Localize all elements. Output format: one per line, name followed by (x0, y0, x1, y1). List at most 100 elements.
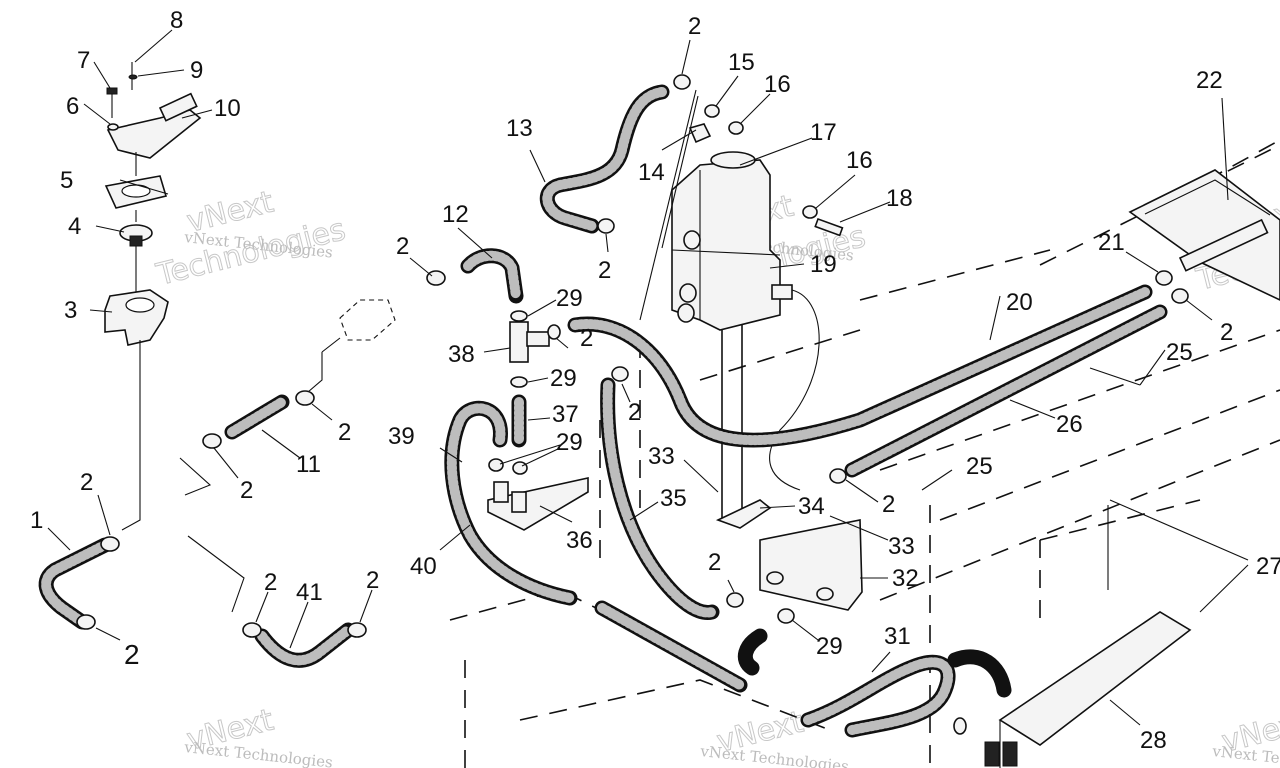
callout-27: 27 (1256, 553, 1280, 580)
callout-14: 14 (638, 159, 665, 186)
callout-2: 2 (882, 491, 895, 518)
clip-part-34 (715, 499, 772, 529)
thermostat-element (129, 235, 143, 247)
clamp-part-30 (953, 717, 967, 735)
thermostat-cap-outlet (158, 92, 198, 122)
callout-20: 20 (1006, 289, 1033, 316)
callout-38: 38 (448, 341, 475, 368)
callout-5: 5 (60, 167, 73, 194)
bracket-post (511, 491, 527, 513)
leader-line (829, 515, 889, 541)
coolant-bottle-outlet (771, 284, 793, 300)
leader-line (134, 29, 173, 63)
clamp-part-2 (611, 366, 629, 382)
clamp-part-2 (829, 468, 847, 484)
clamp-part-29 (510, 310, 528, 322)
callout-2: 2 (338, 419, 351, 446)
callout-36: 36 (566, 527, 593, 554)
leader-line (97, 494, 111, 536)
callout-2: 2 (708, 549, 721, 576)
leader-line (1139, 349, 1166, 386)
leader-line (179, 457, 212, 496)
leader-line (989, 295, 1001, 341)
leader-line (1109, 499, 1249, 561)
assembly-axis (121, 340, 141, 531)
leader-line (1185, 299, 1213, 321)
leader-line (261, 429, 301, 459)
callout-10: 10 (214, 95, 241, 122)
callout-25: 25 (966, 453, 993, 480)
callout-13: 13 (506, 115, 533, 142)
leader-line (1199, 564, 1249, 613)
clamp-part-21 (1155, 270, 1173, 286)
leader-line (181, 109, 213, 119)
leader-line (727, 579, 735, 593)
leader-line (621, 383, 631, 403)
callout-18: 18 (886, 185, 913, 212)
bracket-part-32 (759, 519, 863, 611)
chassis-dash-line (519, 679, 831, 731)
bleed-washer-part-9 (128, 74, 138, 80)
callout-2: 2 (240, 477, 253, 504)
coolant-bottle-port (677, 303, 695, 323)
leader-line (137, 69, 185, 77)
leader-line (95, 225, 125, 233)
leader-line (539, 505, 573, 523)
leader-line (359, 589, 373, 623)
clamp-part-2 (100, 536, 120, 552)
callout-2: 2 (580, 325, 593, 352)
leader-line (661, 129, 697, 151)
watermark-text: vNext Technologies (183, 738, 334, 768)
grommet-part-14 (688, 123, 712, 144)
hose-clamps (76, 74, 1189, 735)
leader-line (1009, 399, 1056, 419)
callout-25: 25 (1166, 339, 1193, 366)
clamp-part-2 (726, 592, 744, 608)
leader-line (255, 591, 269, 623)
chassis-dash-line (879, 329, 1280, 471)
bolt-part-18 (814, 217, 844, 237)
leader-line (439, 524, 471, 551)
short-hose (737, 628, 768, 676)
coolant-bottle-port (679, 283, 697, 303)
hose-texture (257, 625, 353, 666)
clamp-part-2 (673, 74, 691, 90)
callout-9: 9 (190, 57, 203, 84)
callout-12: 12 (442, 201, 469, 228)
clamp-part-2 (547, 324, 561, 340)
callout-35: 35 (660, 485, 687, 512)
hoses (38, 84, 1168, 738)
leader-line (605, 233, 609, 253)
callout-33: 33 (648, 443, 675, 470)
leader-line (1109, 699, 1141, 726)
heat-exchanger-fitting (1178, 218, 1269, 272)
callout-4: 4 (68, 213, 81, 240)
hose-part-31-branch (947, 649, 1012, 698)
callout-29: 29 (556, 429, 583, 456)
leader-lines (47, 29, 1229, 726)
clamp-part-2 (347, 622, 367, 638)
callout-2: 2 (124, 639, 140, 670)
coolant-bottle-port (683, 230, 701, 250)
clamp-part-2 (242, 622, 262, 638)
callout-2: 2 (628, 399, 641, 426)
heat-exchanger-part-22 (1128, 169, 1280, 301)
leader-line (815, 174, 856, 209)
leader-line (769, 263, 805, 269)
thermostat-housing-stack (104, 62, 202, 531)
callout-labels: 8 7 9 6 10 5 4 3 1 2 2 2 11 2 2 12 13 2 … (30, 7, 1280, 754)
hose-texture (597, 603, 745, 690)
leader-line (739, 93, 771, 125)
callout-37: 37 (552, 401, 579, 428)
callout-16: 16 (846, 147, 873, 174)
leader-line (871, 651, 891, 673)
drain-post (984, 741, 1000, 767)
chassis-dash-line (859, 249, 1051, 301)
leader-line (89, 309, 113, 313)
callout-2: 2 (264, 569, 277, 596)
leader-line (311, 403, 333, 421)
callout-39: 39 (388, 423, 415, 450)
chassis-dash-line (699, 329, 861, 381)
coolant-bottle-seam (671, 249, 781, 256)
leader-line (499, 444, 561, 465)
